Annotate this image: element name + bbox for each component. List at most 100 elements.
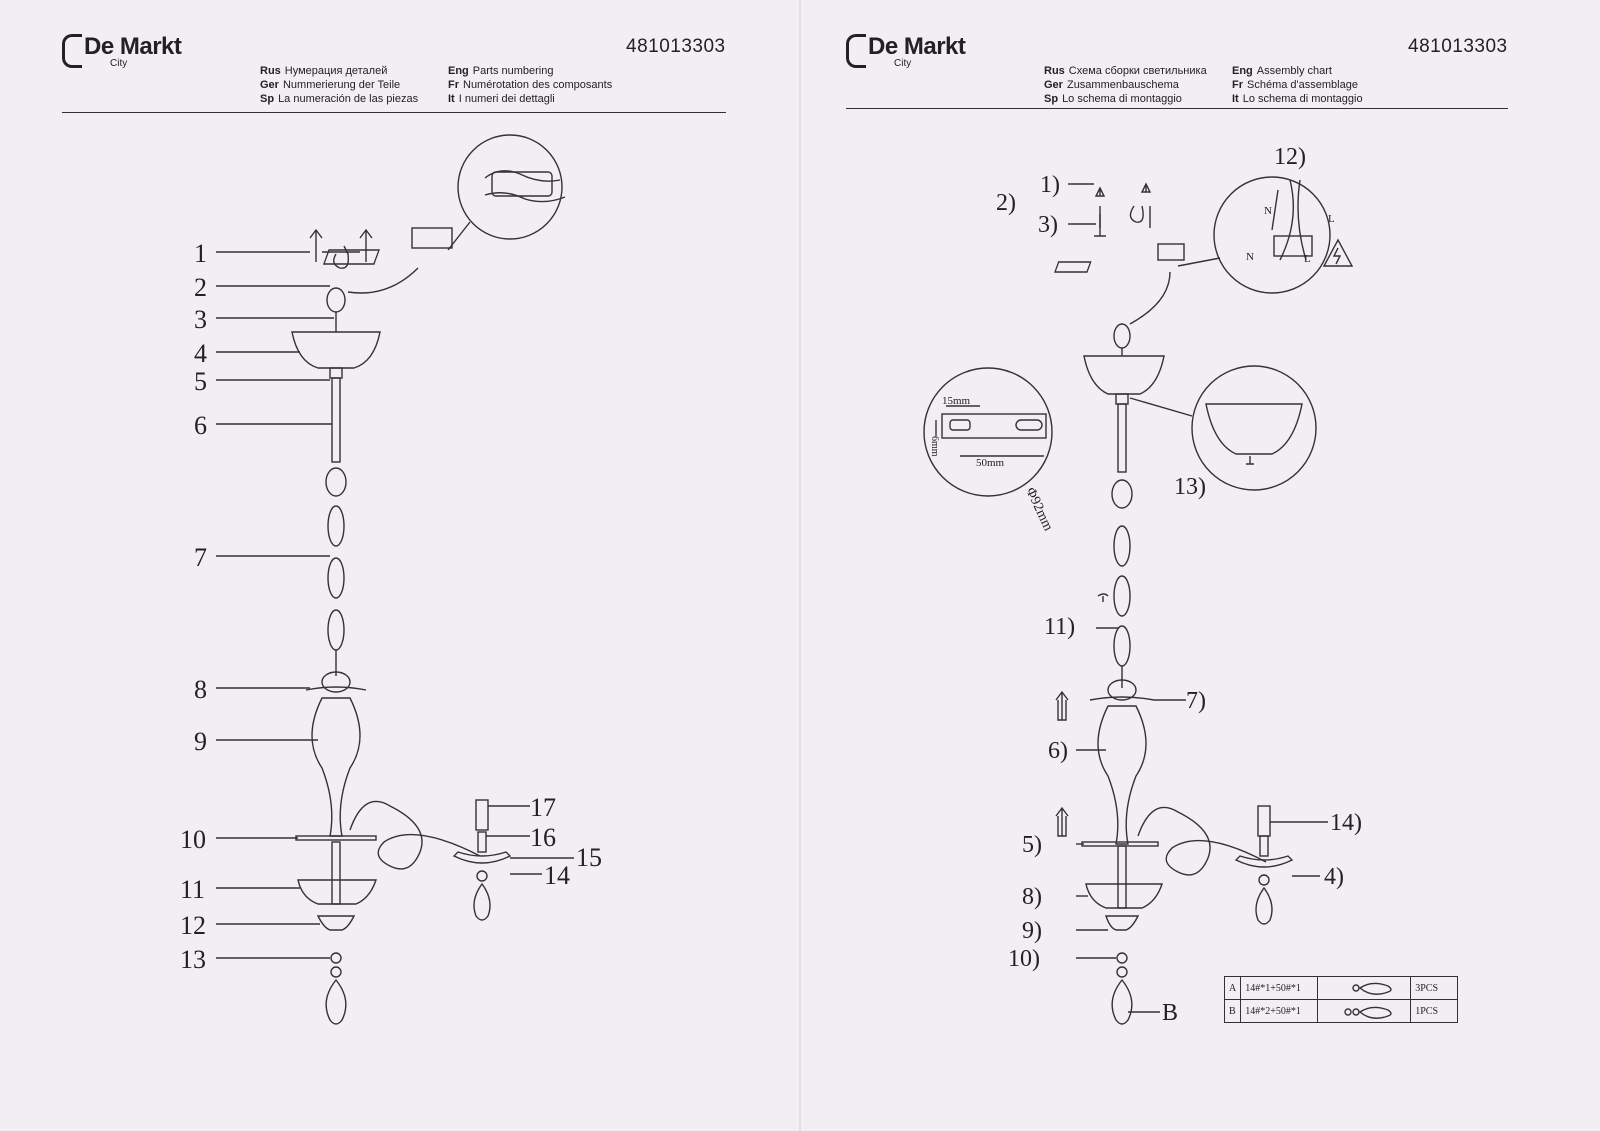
page-fold [799, 0, 801, 1131]
callout-16: 16 [530, 823, 556, 852]
assembly-crystal [1111, 978, 1133, 1025]
table-cell-icon [1317, 999, 1412, 1023]
callout-6: 6 [194, 411, 207, 440]
terminal-zoom-detail [457, 134, 563, 240]
logo-icon [62, 34, 82, 68]
bottom-cap [316, 915, 356, 931]
callout-17: 17 [530, 793, 556, 822]
electric-warning-icon [1322, 238, 1354, 267]
callout-10-step: 10) [1008, 946, 1040, 972]
lower-cup [297, 879, 377, 905]
callout-11-step: 11) [1044, 614, 1075, 640]
candle-bobeche [452, 851, 512, 864]
bolt [1094, 214, 1106, 237]
callout-9: 9 [194, 727, 207, 756]
terminal-block [411, 227, 453, 249]
rod [331, 377, 341, 463]
callout-13-step: 13) [1174, 474, 1206, 500]
table-row: A 14#*1+50#*1 3PCS [1223, 976, 1459, 1000]
callout-12-step: 12) [1274, 144, 1306, 170]
table-cell-qty: 3PCS [1410, 976, 1459, 1000]
callout-5: 5 [194, 367, 207, 396]
brand-name: De Markt [84, 33, 182, 60]
parts-diagram: 1 2 3 4 5 6 7 8 9 10 11 12 13 14 15 16 1… [180, 134, 602, 1025]
canopy [291, 331, 381, 369]
callout-1: 1 [194, 239, 207, 268]
callout-14: 14 [544, 861, 570, 890]
callout-11: 11 [180, 875, 205, 904]
callout-8-step: 8) [1022, 884, 1042, 910]
table-cell-key: A [1223, 976, 1242, 1000]
dimension-zoom-detail [923, 367, 1053, 497]
table-cell-spec: 14#*2+50#*1 [1240, 999, 1319, 1023]
up-arrow-icon-2 [1055, 806, 1069, 837]
logo-icon-right [846, 34, 866, 68]
brand-logo: De Markt City [62, 33, 182, 69]
assembly-arm [1137, 806, 1267, 876]
callout-3-step: 3) [1038, 212, 1058, 238]
header-rule [62, 112, 726, 113]
table-row: B 14#*2+50#*1 1PCS [1223, 999, 1459, 1023]
wiring-l-bottom: L [1304, 253, 1311, 265]
document-number: 481013303 [626, 36, 726, 57]
lamp-arm [349, 800, 481, 870]
callout-4-step: 4) [1324, 864, 1344, 890]
chain-clip [1097, 593, 1109, 602]
wiring-n-top: N [1264, 205, 1272, 217]
callout-7: 7 [194, 543, 207, 572]
screw-heads [1094, 182, 1152, 197]
assembly-diagram: 15mm 50mm 6mm Φ92mm N L N L 1) 2) 3) 4) … [923, 144, 1392, 1026]
wiring-l-top: L [1328, 213, 1335, 225]
wiring-zoom-detail [1213, 176, 1331, 294]
ceiling-hook [333, 245, 350, 269]
callout-9-step: 9) [1022, 918, 1042, 944]
callout-1-step: 1) [1040, 172, 1060, 198]
callout-10: 10 [180, 825, 206, 854]
wiring-n-bottom: N [1246, 251, 1254, 263]
assembly-hook [1129, 205, 1144, 223]
table-cell-spec: 14#*1+50#*1 [1240, 976, 1319, 1000]
callout-15: 15 [576, 843, 602, 872]
brand-sub: City [110, 58, 128, 69]
callout-2: 2 [194, 273, 207, 302]
table-cell-key: B [1223, 999, 1242, 1023]
document-number-right: 481013303 [1408, 36, 1508, 57]
callout-12: 12 [180, 911, 206, 940]
table-cell-icon [1317, 976, 1412, 1000]
assembly-canopy [1083, 355, 1165, 395]
pendant-table: A 14#*1+50#*1 3PCS B 14#*2+50#*1 1PCS [1223, 976, 1459, 1023]
up-arrow-icon [1055, 690, 1069, 721]
callout-7-step: 7) [1186, 688, 1206, 714]
brand-logo-right: De Markt City [846, 34, 966, 69]
wiring-terminal [1273, 235, 1313, 257]
callout-3: 3 [194, 305, 207, 334]
table-cell-qty: 1PCS [1410, 999, 1459, 1023]
callout-4: 4 [194, 339, 207, 368]
callout-8: 8 [194, 675, 207, 704]
dimension-height: 6mm [929, 436, 940, 457]
dimension-length: 50mm [976, 457, 1005, 469]
callout-5-step: 5) [1022, 832, 1042, 858]
arm-crystal [473, 882, 491, 921]
assembly-cup [1085, 883, 1163, 909]
callout-b: B [1162, 1000, 1178, 1026]
lamp-body [311, 697, 361, 837]
dimension-width: 15mm [942, 395, 971, 407]
callout-13: 13 [180, 945, 206, 974]
dimension-diameter: Φ92mm [1022, 485, 1055, 533]
assembly-terminal-block [1157, 243, 1185, 261]
